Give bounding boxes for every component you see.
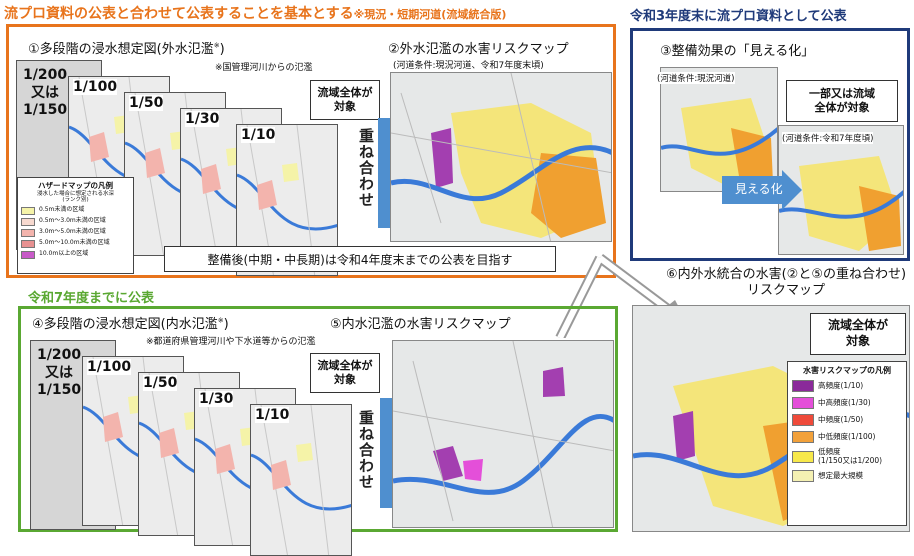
legend-swatch [792, 470, 814, 483]
legend-swatch [792, 450, 814, 463]
main-title-sub: ※現況・短期河道(流域統合版) [353, 8, 507, 21]
legend-label: 低頻度 (1/150又は1/200) [818, 447, 883, 465]
legend-row: 低頻度 (1/150又は1/200) [792, 447, 902, 465]
section3-map-future [778, 125, 904, 255]
legend-row: 想定最大規模 [792, 470, 902, 483]
risk-legend-title: 水害リスクマップの凡例 [803, 366, 891, 375]
card-label: 1/30 [199, 391, 234, 407]
legend-swatch [21, 228, 35, 237]
orange-frame [6, 24, 616, 278]
card-label: 1/50 [129, 95, 164, 111]
section5-risk-map [392, 340, 614, 528]
card-label: 1/100 [87, 359, 132, 375]
risk-legend: 水害リスクマップの凡例 高頻度(1/10) 中高頻度(1/30) 中頻度(1/50)… [787, 361, 907, 526]
hazard-legend-rows: 0.5m未満の区域 0.5m～3.0m未満の区域 3.0m～5.0m未満の区域 5.0… [21, 206, 130, 259]
legend-row: 中高頻度(1/30) [792, 397, 902, 409]
section6-heading: ⑥内外水統合の水害(②と⑤の重ね合わせ)リスクマップ [665, 267, 907, 299]
section3-heading: ③整備効果の「見える化」 [660, 44, 815, 59]
legend-label: 中低頻度(1/100) [818, 431, 876, 441]
visualize-arrow-icon [722, 170, 802, 210]
legend-swatch [21, 250, 35, 259]
legend-row: 5.0m～10.0m未満の区域 [21, 239, 130, 248]
legend-row: 0.5m～3.0m未満の区域 [21, 217, 130, 226]
section4-overlay-text: 重ね合わせ [357, 410, 375, 490]
legend-label: 0.5m～3.0m未満の区域 [39, 217, 106, 225]
section1-overlay-text: 重ね合わせ [357, 128, 375, 208]
legend-row: 3.0m～5.0m未満の区域 [21, 228, 130, 237]
navy-frame [630, 28, 910, 261]
legend-label: 中頻度(1/50) [818, 414, 864, 424]
top-right-title: 令和3年度末に流プロ資料として公表 [630, 9, 847, 24]
legend-swatch [792, 380, 814, 392]
section1-note: ※国管理河川からの氾濫 [215, 63, 313, 73]
legend-swatch [21, 217, 35, 226]
section3-target-box: 一部又は流域 全体が対象 [786, 80, 898, 122]
main-title-text: 流プロ資料の公表と合わせて公表することを基本とする [4, 6, 354, 22]
card-label: 1/100 [73, 79, 118, 95]
legend-label: 10.0m以上の区域 [39, 250, 89, 258]
risk-legend-rows: 高頻度(1/10) 中高頻度(1/30) 中頻度(1/50) 中低頻度(1/100) 低… [792, 380, 902, 483]
legend-row: 高頻度(1/10) [792, 380, 902, 392]
section2-heading: ②外水氾濫の水害リスクマップ [388, 42, 569, 57]
legend-label: 中高頻度(1/30) [818, 397, 871, 407]
card-label: 1/10 [255, 407, 290, 423]
section4-heading: ④多段階の浸水想定図(内水氾濫※) [32, 316, 229, 332]
legend-label: 想定最大規模 [818, 470, 863, 480]
section2-map-graphic [391, 73, 611, 241]
legend-label: 高頻度(1/10) [818, 380, 864, 390]
card-1-200-label: 1/200 又は 1/150 [23, 67, 68, 118]
section3-label-current: (河道条件:現況河道) [657, 72, 735, 84]
legend-swatch [21, 206, 35, 215]
card-1-200-label: 1/200 又は 1/150 [37, 347, 82, 398]
legend-swatch [792, 397, 814, 409]
section3-map-current [660, 67, 778, 192]
card-label: 1/30 [185, 111, 220, 127]
legend-label: 3.0m～5.0m未満の区域 [39, 228, 106, 236]
schedule-banner: 整備後(中期・中長期)は令和4年度末までの公表を目指す [164, 246, 556, 272]
card-1-10: 1/10 [250, 404, 352, 556]
card-label: 1/50 [143, 375, 178, 391]
main-title: 流プロ資料の公表と合わせて公表することを基本とする※現況・短期河道(流域統合版) [4, 3, 506, 23]
legend-label: 0.5m未満の区域 [39, 206, 85, 214]
legend-swatch [792, 431, 814, 443]
section3-label-future: (河道条件:令和7年度頃) [782, 132, 874, 144]
legend-row: 中低頻度(1/100) [792, 431, 902, 443]
section5-heading: ⑤内水氾濫の水害リスクマップ [330, 317, 511, 332]
legend-row: 10.0m以上の区域 [21, 250, 130, 259]
section1-heading: ①多段階の浸水想定図(外水氾濫※) [28, 41, 225, 57]
hazard-legend-subtitle: 浸水した場合に想定される水深 (ランク別) [36, 191, 114, 204]
section2-condition: (河道条件:現況河道、令和7年度末頃) [393, 61, 544, 71]
section2-risk-map [390, 72, 612, 242]
green-title: 令和7年度までに公表 [28, 291, 155, 306]
hazard-legend: ハザードマップの凡例 浸水した場合に想定される水深 (ランク別) 0.5m未満の… [17, 177, 134, 274]
legend-swatch [21, 239, 35, 248]
legend-label: 5.0m～10.0m未満の区域 [39, 239, 110, 247]
legend-row: 中頻度(1/50) [792, 414, 902, 426]
section6-target-box: 流域全体が 対象 [810, 313, 906, 355]
hazard-legend-title: ハザードマップの凡例 [38, 181, 113, 190]
legend-row: 0.5m未満の区域 [21, 206, 130, 215]
visualize-arrow-text: 見える化 [735, 182, 783, 196]
section4-target-box: 流域全体が 対象 [310, 353, 380, 393]
card-label: 1/10 [241, 127, 276, 143]
section1-target-box: 流域全体が 対象 [310, 80, 380, 120]
legend-swatch [792, 414, 814, 426]
section4-note: ※都道府県管理河川や下水道等からの氾濫 [146, 337, 316, 347]
